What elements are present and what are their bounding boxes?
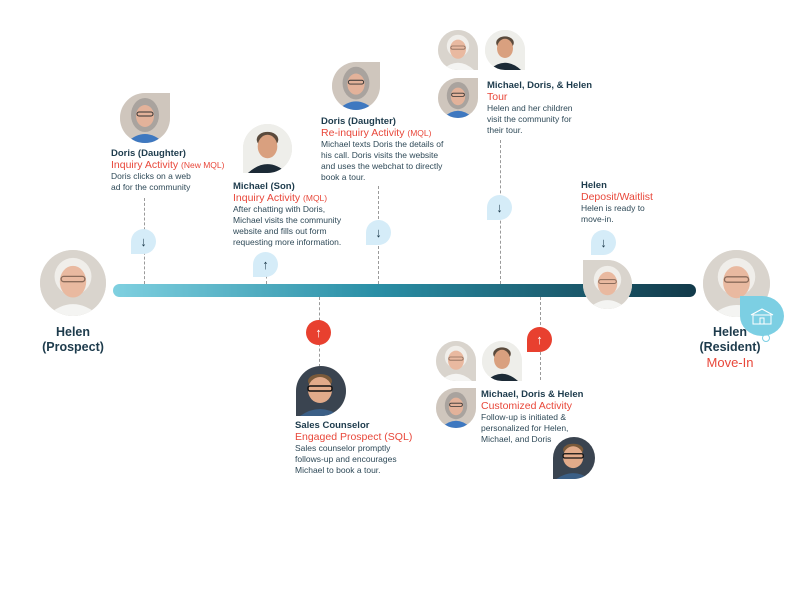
home-icon: [740, 296, 784, 336]
michael-avatar: [243, 124, 292, 173]
arrow-up-icon: ↑: [306, 320, 331, 345]
event-activity: Customized Activity: [481, 400, 573, 412]
helen-avatar: [583, 260, 632, 309]
activity-tag: (MQL): [407, 128, 432, 138]
end-name: Helen: [712, 325, 748, 339]
sales-counselor-avatar: [553, 437, 595, 479]
michael-avatar: [482, 341, 522, 381]
doris-avatar: [120, 93, 170, 143]
arrow-down-icon: ↓: [131, 229, 156, 254]
event-person: Doris (Daughter): [111, 148, 186, 159]
start-role: (Prospect): [42, 340, 104, 354]
event-activity: Engaged Prospect (SQL): [295, 431, 413, 443]
activity-tag: (New MQL): [181, 160, 225, 170]
end-activity: Move-In: [706, 355, 754, 370]
event-person: Sales Counselor: [295, 420, 370, 431]
event-person: Michael, Doris, & Helen: [487, 80, 593, 91]
helen-prospect-avatar: [40, 250, 106, 316]
event-person: Michael, Doris & Helen: [481, 389, 584, 400]
event-person: Doris (Daughter): [321, 116, 396, 127]
event-description: Helen and her children visit the communi…: [487, 103, 573, 135]
doris-avatar: [436, 388, 476, 428]
event-activity: Inquiry Activity (New MQL): [111, 159, 224, 171]
event-activity: Deposit/Waitlist: [581, 191, 653, 203]
doris-avatar: [438, 78, 478, 118]
arrow-down-icon: ↓: [366, 220, 391, 245]
event-description: Follow-up is initiated & personalized fo…: [481, 412, 569, 444]
event-doris-inquiry: Doris (Daughter) Inquiry Activity (New M…: [111, 148, 224, 193]
end-role: (Resident): [699, 340, 761, 354]
arrow-down-icon: ↓: [591, 230, 616, 255]
timeline-bar: [113, 284, 696, 297]
activity-label: Re-inquiry Activity: [321, 127, 405, 139]
event-person: Michael (Son): [233, 181, 295, 192]
activity-label: Inquiry Activity: [111, 159, 179, 171]
arrow-up-icon: ↑: [527, 327, 552, 352]
arrow-down-icon: ↓: [487, 195, 512, 220]
event-description: After chatting with Doris, Michael visit…: [233, 204, 342, 247]
connector-line: [266, 270, 267, 284]
event-description: Michael texts Doris the details of his c…: [321, 139, 444, 182]
event-activity: Re-inquiry Activity (MQL): [321, 127, 449, 139]
activity-tag: (MQL): [303, 193, 328, 203]
event-description: Doris clicks on a web ad for the communi…: [111, 171, 191, 192]
helen-avatar: [438, 30, 478, 70]
event-activity: Tour: [487, 91, 508, 103]
event-tour: Michael, Doris, & Helen Tour Helen and h…: [487, 80, 592, 136]
sales-counselor-avatar: [296, 366, 346, 416]
helen-avatar: [436, 341, 476, 381]
event-person: Helen: [581, 180, 607, 191]
event-michael-inquiry: Michael (Son) Inquiry Activity (MQL) Aft…: [233, 181, 355, 248]
event-description: Sales counselor promptly follows-up and …: [295, 443, 397, 475]
end-label: Helen (Resident) Move-In: [688, 325, 772, 370]
event-doris-reinquiry: Doris (Daughter) Re-inquiry Activity (MQ…: [321, 116, 449, 183]
michael-avatar: [485, 30, 525, 70]
start-label: Helen(Prospect): [23, 325, 123, 355]
event-deposit: Helen Deposit/Waitlist Helen is ready to…: [581, 180, 653, 225]
small-badge-icon: [762, 334, 770, 342]
event-customized: Michael, Doris & Helen Customized Activi…: [481, 389, 583, 445]
event-activity: Inquiry Activity (MQL): [233, 192, 355, 204]
start-name: Helen: [55, 325, 91, 339]
activity-label: Inquiry Activity: [233, 192, 301, 204]
event-description: Helen is ready to move-in.: [581, 203, 645, 224]
arrow-up-icon: ↑: [253, 252, 278, 277]
doris-avatar: [332, 62, 380, 110]
event-sales-counselor: Sales Counselor Engaged Prospect (SQL) S…: [295, 420, 412, 476]
